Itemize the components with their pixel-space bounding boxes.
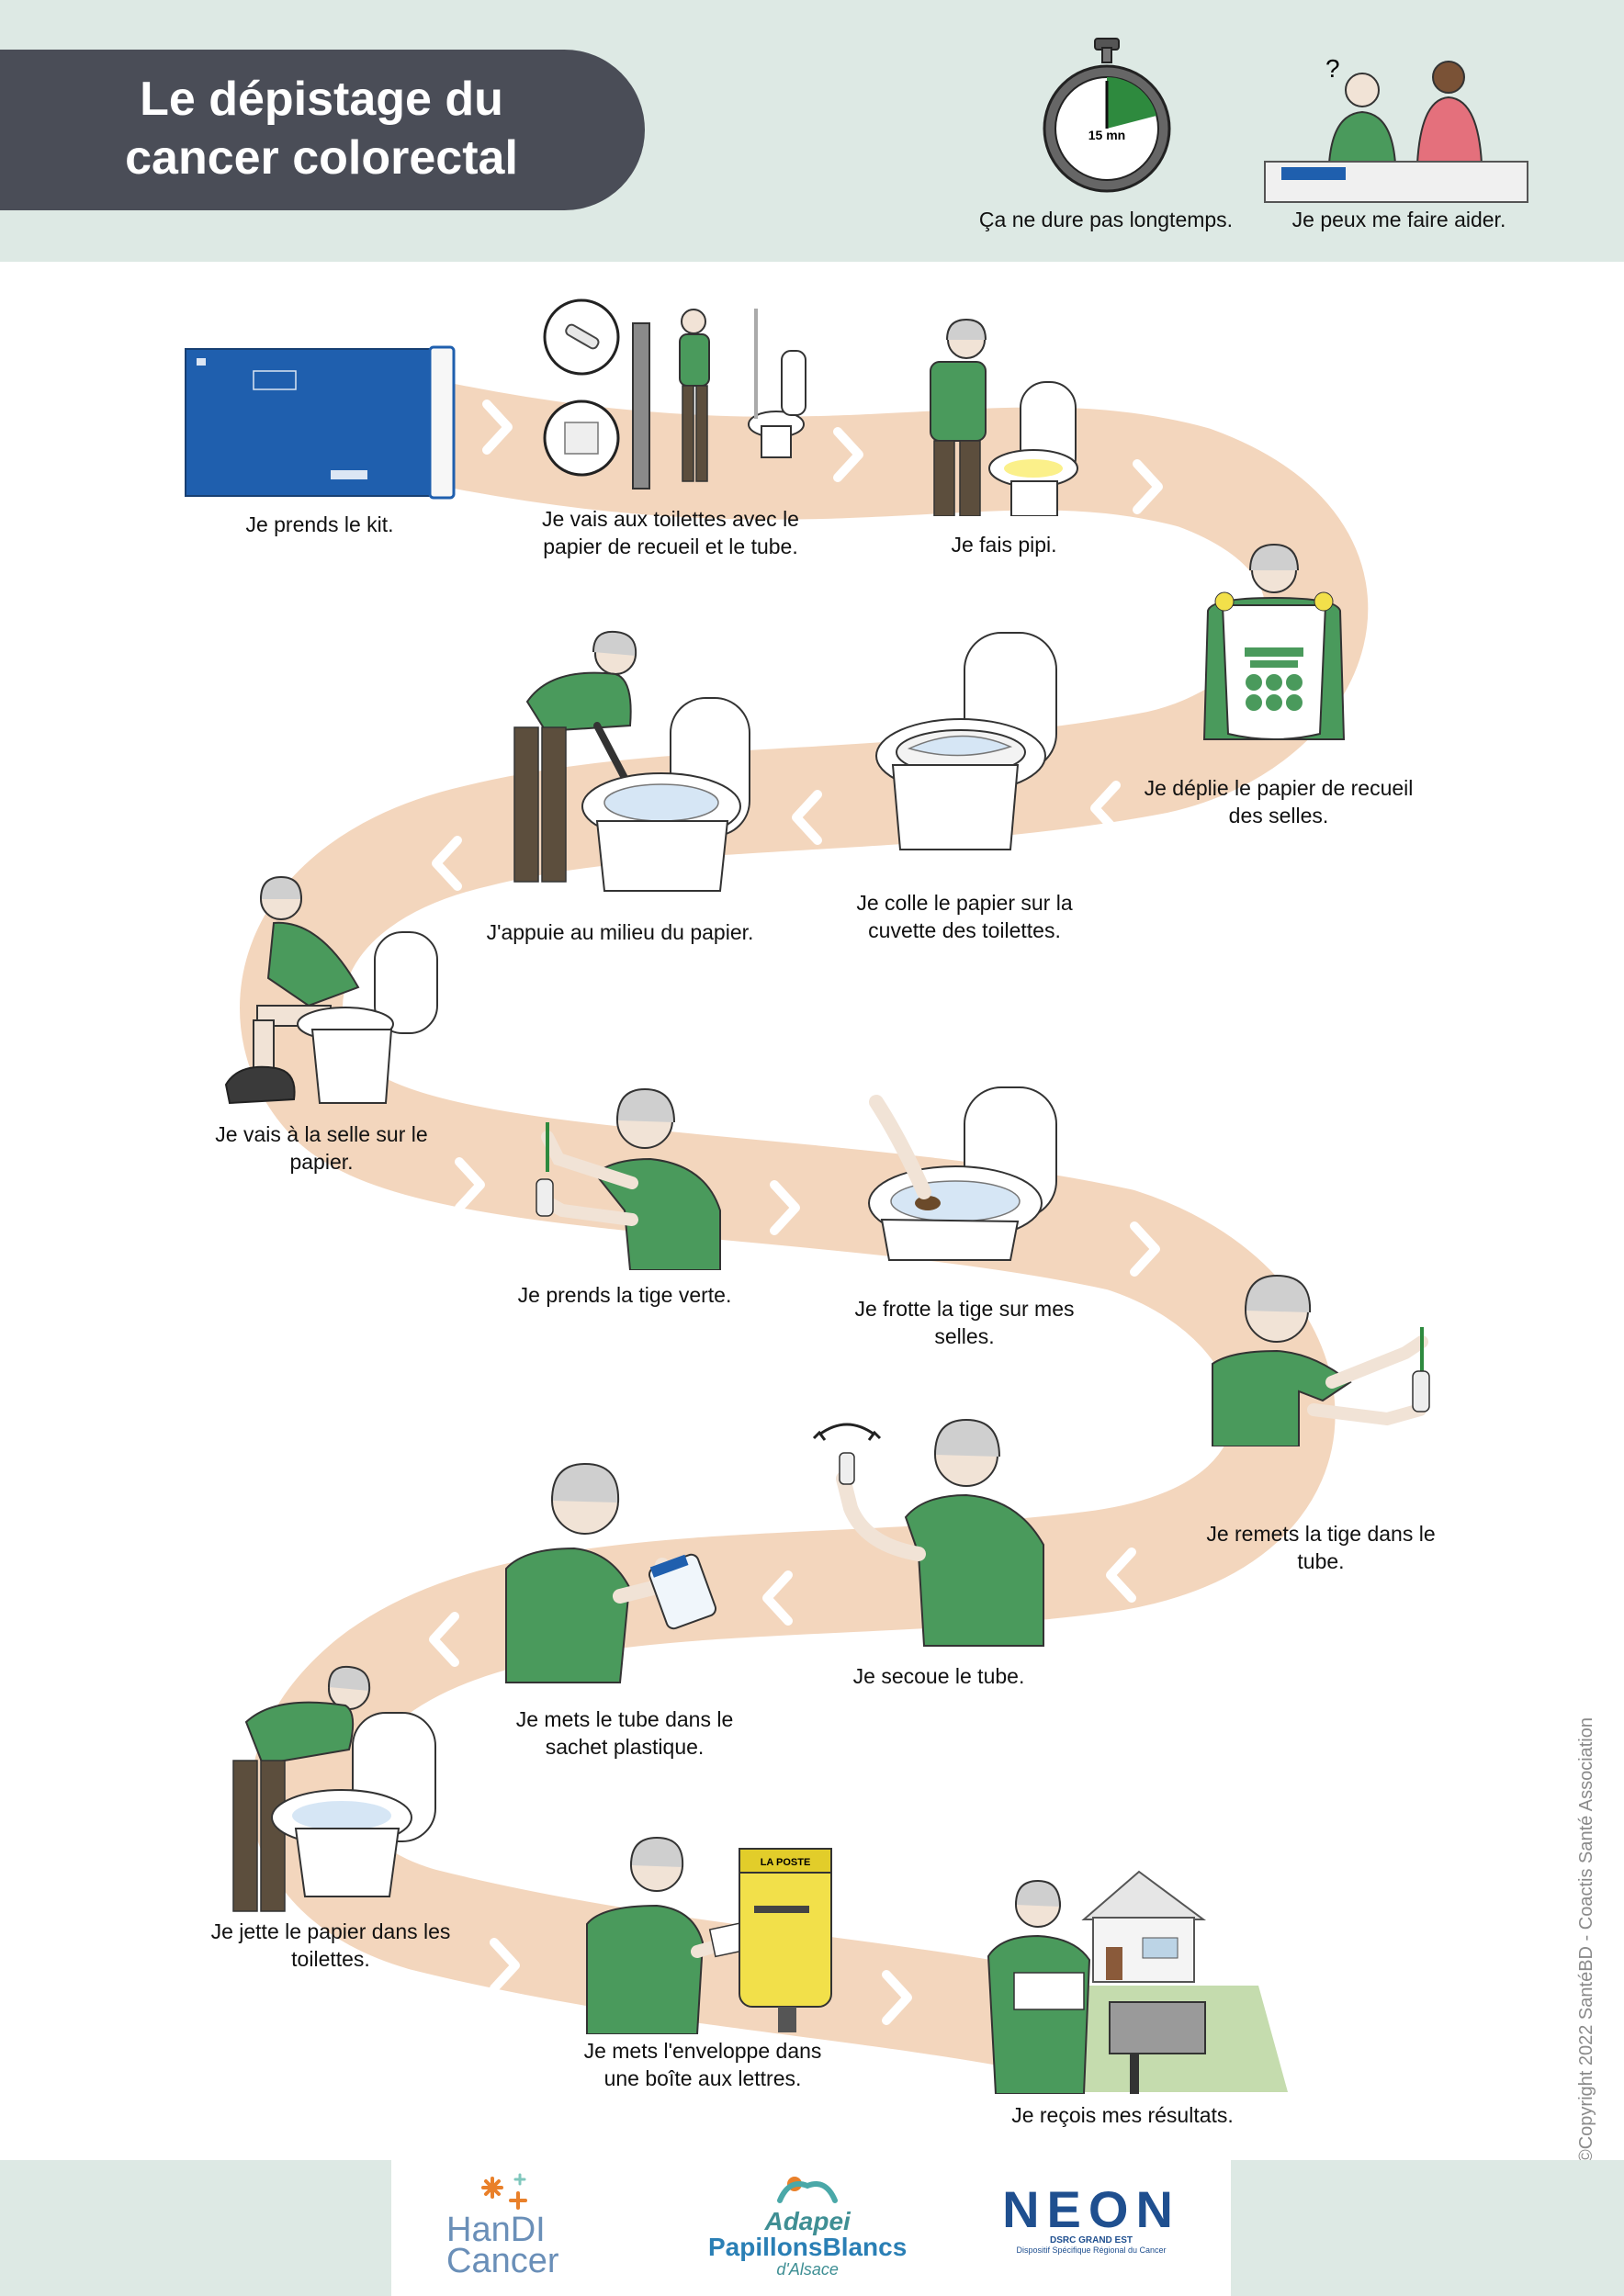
direction-arrows [429, 400, 1163, 2025]
question-mark-icon: ? [1325, 54, 1340, 83]
mailbox-label: LA POSTE [761, 1857, 811, 1868]
adapei-butterfly-icon [777, 2177, 839, 2203]
copyright-notice: ©Copyright 2022 SantéBD - Coactis Santé … [1576, 1717, 1596, 2163]
timer-label: 15 mn [1088, 128, 1125, 142]
timer-caption: Ça ne dure pas longtemps. [978, 208, 1234, 231]
step-11-caption: Je secoue le tube. [852, 1664, 1025, 1688]
receive-results-illustration [987, 1870, 1288, 2094]
help-caption: Je peux me faire aider. [1291, 208, 1506, 231]
neon-subtitle: DSRC GRAND EST [1049, 2235, 1133, 2245]
step-4-caption: Je déplie le papier de recueil des selle… [1144, 776, 1414, 827]
step-8-caption: Je prends la tige verte. [517, 1283, 732, 1307]
adapei-subname: PapillonsBlancs [708, 2233, 908, 2261]
page-title: Le dépistage du cancer colorectal [125, 73, 518, 185]
sit-toilet-illustration [224, 875, 438, 1105]
step-14-caption: Je mets l'enveloppe dans une boîte aux l… [583, 2039, 822, 2090]
step-9-caption: Je frotte la tige sur mes selles. [854, 1297, 1075, 1348]
step-7-caption: Je vais à la selle sur le papier. [215, 1122, 428, 1174]
step-10-caption: Je remets la tige dans le tube. [1206, 1522, 1436, 1573]
tube-bag-illustration [505, 1462, 717, 1683]
step-12-caption: Je mets le tube dans le sachet plastique… [515, 1707, 734, 1759]
handicancer-name: HanDI Cancer [446, 2211, 559, 2280]
header-band: Le dépistage du cancer colorectal 15 mn … [0, 0, 1624, 262]
step-3-caption: Je fais pipi. [951, 533, 1057, 557]
unfold-paper-illustration [1202, 543, 1346, 740]
neon-name: NEON [1002, 2180, 1180, 2238]
step-5-caption: Je colle le papier sur la cuvette des to… [856, 891, 1073, 942]
adapei-logo: Adapei PapillonsBlancs d'Alsace [708, 2173, 907, 2279]
stopwatch-icon: 15 mn [1043, 38, 1171, 193]
stick-paper-illustration [875, 632, 1057, 850]
recap-tube-illustration [1212, 1274, 1430, 1446]
neon-description: Dispositif Spécifique Régional du Cancer [1016, 2245, 1167, 2255]
kit-illustration [185, 345, 456, 500]
shake-tube-illustration [812, 1418, 1044, 1647]
neon-logo: NEON DSRC GRAND EST Dispositif Spécifiqu… [990, 2180, 1192, 2256]
flush-paper-illustration [232, 1665, 436, 1912]
press-paper-illustration [513, 630, 750, 892]
title-banner: Le dépistage du cancer colorectal [0, 50, 645, 210]
step-15-caption: Je reçois mes résultats. [1011, 2103, 1234, 2127]
footer-band: HanDI Cancer Adapei PapillonsBlancs d'Al… [0, 2160, 1624, 2296]
handicancer-logo: HanDI Cancer [446, 2173, 559, 2280]
adapei-name: Adapei [764, 2207, 851, 2235]
adapei-region: d'Alsace [776, 2260, 839, 2279]
handicancer-mark-icon [481, 2173, 527, 2210]
step-6-caption: J'appuie au milieu du papier. [486, 920, 754, 944]
post-letter-illustration: LA POSTE [586, 1836, 832, 2034]
helper-illustration: ? [1264, 54, 1528, 203]
partner-logos: HanDI Cancer Adapei PapillonsBlancs d'Al… [391, 2160, 1231, 2296]
step-13-caption: Je jette le papier dans les toilettes. [210, 1919, 451, 1971]
take-stick-illustration [536, 1087, 721, 1270]
rub-stick-illustration [868, 1086, 1057, 1261]
step-2-caption: Je vais aux toilettes avec le papier de … [542, 507, 799, 558]
urinate-illustration [930, 318, 1078, 516]
bathroom-walk-illustration [543, 298, 806, 490]
step-1-caption: Je prends le kit. [245, 512, 394, 536]
